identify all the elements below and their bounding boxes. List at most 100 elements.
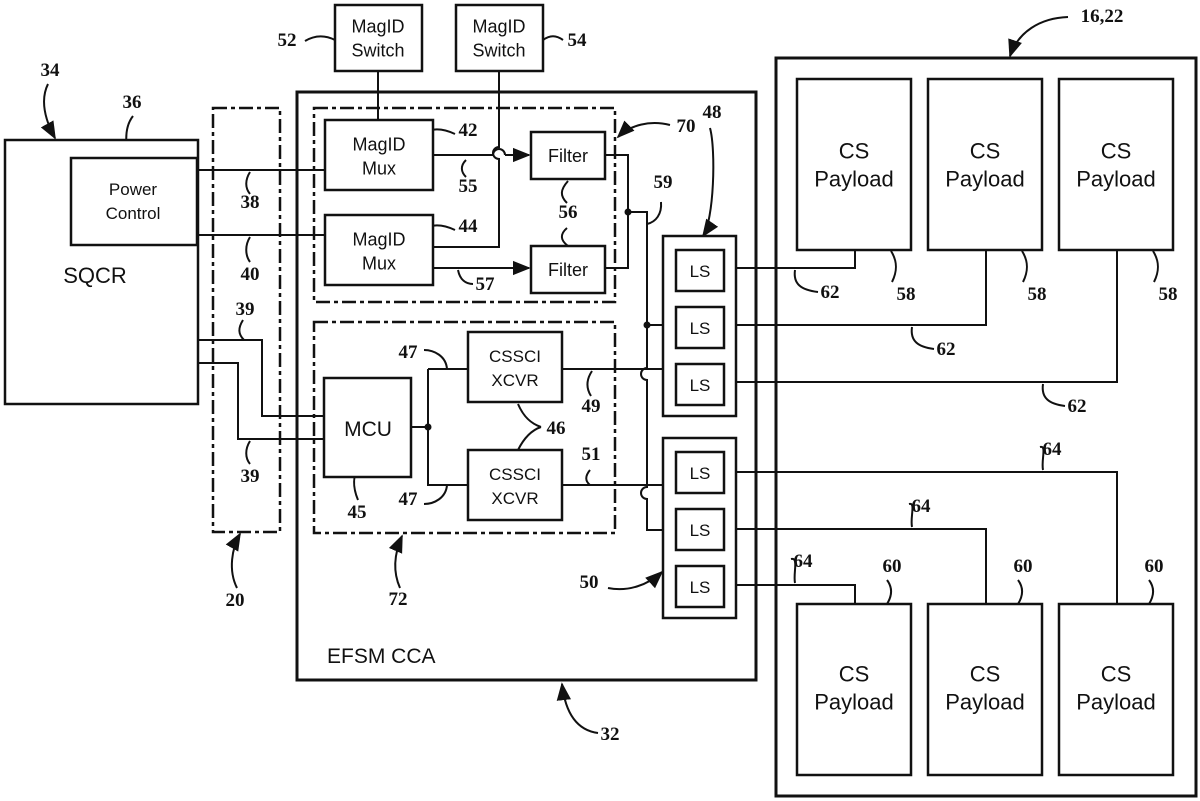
connection-62-ref: 62 — [937, 339, 956, 360]
connection-49-ref: 49 — [582, 396, 601, 417]
ls50-to-payload-3 — [736, 471, 1118, 604]
ls-group-48-ref: 48 — [703, 102, 722, 123]
power-group-boundary — [312, 106, 617, 304]
connection-57-leader — [457, 269, 474, 285]
connection-64-leader — [908, 502, 914, 528]
filter-bottom — [529, 244, 607, 295]
filter-top-label: Filter — [548, 146, 588, 166]
ls-block — [674, 507, 726, 552]
connection-64-leader — [790, 557, 797, 584]
ls-label: LS — [690, 376, 711, 395]
ls-label: LS — [690, 578, 711, 597]
cs-payload-top-label: CS — [839, 139, 870, 164]
comm-line-39-top-ref: 39 — [236, 299, 255, 320]
power-control-ref: 36 — [123, 92, 142, 113]
connection-62-leader — [793, 269, 819, 293]
connection-47-bottom-leader — [423, 484, 448, 505]
magid-switch-54 — [454, 3, 545, 73]
interface-leader-arrow — [225, 532, 241, 589]
ls-label: LS — [690, 464, 711, 483]
power-control-label: Power — [109, 180, 158, 199]
power-control-label: Control — [106, 204, 161, 223]
cs-payload-bottom-label: Payload — [814, 690, 894, 715]
cs-payload-bottom — [1057, 602, 1175, 777]
filters-ref: 56 — [559, 202, 578, 223]
cs-payload-bottom-label: CS — [1101, 662, 1132, 687]
power-line-40-ref: 40 — [241, 264, 260, 285]
cs-payload-bottom-ref: 60 — [1145, 556, 1164, 577]
ls48-to-payload-3 — [736, 250, 1118, 383]
connection-51-ref: 51 — [582, 444, 601, 465]
efsm-cca-ref: 32 — [601, 724, 620, 745]
mcu-to-xcvrs — [427, 368, 468, 486]
connection-47-top-leader — [423, 349, 448, 370]
xcvr-bottom — [466, 448, 564, 522]
cs-payload-bottom-label: Payload — [945, 690, 1025, 715]
power-line-40-leader — [245, 236, 251, 263]
cs-payload-top — [795, 77, 913, 252]
cs-payload-top-label: Payload — [945, 167, 1025, 192]
ls-block — [674, 450, 726, 495]
cs-payload-top — [1057, 77, 1175, 252]
ls-block — [674, 362, 726, 407]
cs-payload-bottom-label: CS — [970, 662, 1001, 687]
connection-64-leader — [1039, 445, 1045, 471]
efsm-cca-label: EFSM CCA — [327, 645, 436, 668]
power-line-38-ref: 38 — [241, 192, 260, 213]
cs-payload-top-ref: 58 — [897, 284, 916, 305]
connection-51-leader — [585, 469, 591, 486]
comm-group-leader-arrow — [388, 534, 403, 589]
payload-bay-ref: 16,22 — [1081, 6, 1124, 27]
ls50-to-payload-1 — [736, 584, 856, 604]
magid-switch-52-label: MagID — [351, 16, 404, 36]
xcvr-top-label: CSSCI — [489, 347, 541, 366]
power-control-block — [69, 156, 199, 247]
power-bus-59 — [628, 211, 663, 531]
ls-block — [674, 564, 726, 609]
cs-payload-top-ref: 58 — [1159, 284, 1178, 305]
mcu-label: MCU — [344, 418, 392, 441]
connection-55-leader — [460, 159, 467, 178]
magid-switch-52-ref: 52 — [278, 30, 297, 51]
connection-47-bottom-ref: 47 — [399, 489, 419, 510]
ls-label: LS — [690, 319, 711, 338]
ls-label: LS — [690, 262, 711, 281]
comm-group-boundary — [312, 320, 617, 535]
magid-mux-44-label: Mux — [362, 253, 396, 273]
sqcr-leader-arrow — [40, 83, 56, 140]
magid-switch-52-leader — [304, 35, 336, 42]
ls50-to-payload-2 — [736, 528, 987, 604]
ls-block — [674, 305, 726, 350]
efsm-cca-boundary — [295, 90, 758, 682]
cs-payload-top-label: CS — [970, 139, 1001, 164]
xcvrs-ref: 46 — [547, 418, 566, 439]
comm-line-39-bottom — [197, 362, 324, 440]
connection-62-leader — [1041, 383, 1066, 407]
ls-group-50-ref: 50 — [580, 572, 599, 593]
connection-55-ref: 55 — [459, 176, 478, 197]
xcvr-bottom-label: XCVR — [491, 489, 538, 508]
mcu-block — [322, 376, 413, 479]
magid-mux-44-ref: 44 — [459, 216, 479, 237]
connection-62-ref: 62 — [1068, 396, 1087, 417]
ls48-to-payload-2 — [736, 250, 987, 326]
ls-group-50-leader-arrow — [607, 570, 664, 591]
cs-payload-top-label: Payload — [1076, 167, 1156, 192]
magid-switch-52-label: Switch — [351, 40, 404, 60]
ls-group-48-leader-arrow — [701, 127, 719, 238]
interface-boundary — [211, 106, 282, 534]
cs-payload-top-leader — [1021, 250, 1028, 283]
connection-57-ref: 57 — [476, 274, 496, 295]
comm-line-39-top-leader — [238, 319, 245, 341]
magid-mux-42-label: Mux — [362, 158, 396, 178]
xcvr-bottom-label: CSSCI — [489, 465, 541, 484]
comm-line-39-top — [197, 339, 324, 417]
magid-switch-54-leader — [542, 35, 564, 41]
filter-top — [529, 130, 607, 181]
xcvrs-leader — [517, 403, 542, 451]
mcu-ref: 45 — [348, 502, 367, 523]
cs-payload-top-leader — [1152, 250, 1159, 283]
connection-59-ref: 59 — [654, 172, 673, 193]
magid-mux-44-label: MagID — [352, 229, 405, 249]
junction-dot — [643, 321, 651, 329]
